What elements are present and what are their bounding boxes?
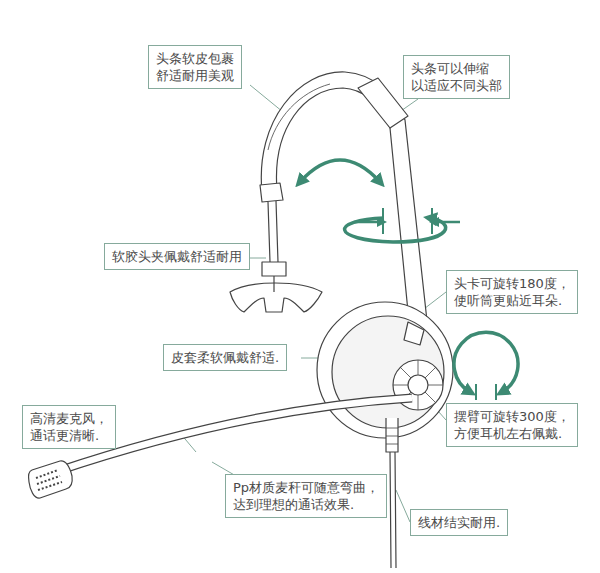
callout-box: 头条可以伸缩 以适应不同头部 <box>403 55 510 99</box>
callout-text: 高清麦克风，通话更清晰. <box>30 410 108 444</box>
callout-box: 高清麦克风，通话更清晰. <box>22 405 116 449</box>
callout-box: 软胶头夹佩戴舒适耐用 <box>104 243 250 270</box>
callout-box: 头卡可旋转180度， 使听筒更贴近耳朵. <box>446 270 578 314</box>
callout-box: Pp材质麦秆可随意弯曲， 达到理想的通话效果. <box>225 474 387 518</box>
callout-text: 头条可以伸缩 以适应不同头部 <box>411 60 502 94</box>
callout-box: 摆臂可旋转300度， 方便耳机左右佩戴. <box>446 403 578 447</box>
callout-box: 线材结实耐用. <box>410 509 508 536</box>
callout-text: 软胶头夹佩戴舒适耐用 <box>112 248 242 265</box>
callout-text: 线材结实耐用. <box>418 514 500 531</box>
callout-box: 头条软皮包裹 舒适耐用美观 <box>148 45 242 89</box>
callout-text: Pp材质麦秆可随意弯曲， 达到理想的通话效果. <box>233 479 379 513</box>
callout-text: 皮套柔软佩戴舒适. <box>171 349 279 366</box>
callout-text: 头条软皮包裹 舒适耐用美观 <box>156 50 234 84</box>
callout-text: 摆臂可旋转300度， 方便耳机左右佩戴. <box>454 408 570 442</box>
callout-text: 头卡可旋转180度， 使听筒更贴近耳朵. <box>454 275 570 309</box>
callout-box: 皮套柔软佩戴舒适. <box>163 344 287 371</box>
